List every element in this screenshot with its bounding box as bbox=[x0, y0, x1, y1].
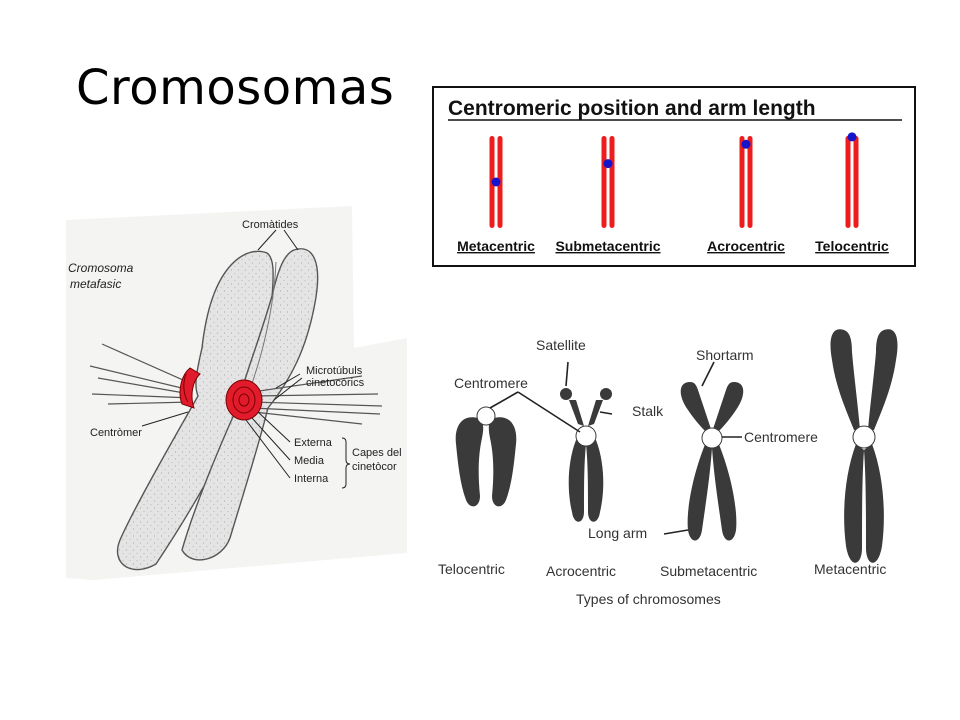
label-capes-del: Capes del bbox=[352, 447, 402, 459]
label-cinetocorics: cinetocòrics bbox=[306, 377, 365, 389]
leader-lines bbox=[141, 229, 351, 489]
telocentric-chromosome bbox=[455, 406, 517, 507]
label-cromosoma: Cromosoma bbox=[68, 261, 134, 275]
chromatid-division-line bbox=[247, 261, 277, 395]
label-centromere-right: Centromere bbox=[744, 429, 818, 445]
caption-types-of-chromosomes: Types of chromosomes bbox=[576, 591, 721, 607]
acrocentric-chromatid-1 bbox=[739, 136, 745, 228]
metaphase-chromosome-drawing: Cromosoma metafasic Cromàtides Microtúbu… bbox=[66, 206, 407, 580]
label-media: Media bbox=[294, 455, 325, 467]
label-cromatides: Cromàtides bbox=[242, 219, 299, 231]
panel-title: Centromeric position and arm length bbox=[448, 97, 816, 120]
submetacentric-chromatid-2 bbox=[609, 136, 615, 228]
label-interna: Interna bbox=[294, 473, 329, 485]
label-centromer: Centròmer bbox=[90, 427, 142, 439]
metaphase-chromosome-figure: Cromosoma metafasic Cromàtides Microtúbu… bbox=[62, 198, 424, 580]
label-shortarm: Shortarm bbox=[696, 347, 754, 363]
metacentric-chromosome bbox=[489, 136, 503, 228]
metacentric-chromosome bbox=[830, 329, 898, 563]
label-acrocentric: Acrocentric bbox=[546, 563, 616, 579]
centromeric-position-panel: Centromeric position and arm length Meta… bbox=[432, 86, 916, 267]
label-metacentric: Metacentric bbox=[814, 561, 886, 577]
label-telocentric: Telocentric bbox=[438, 561, 505, 577]
label-stalk: Stalk bbox=[632, 403, 664, 419]
label-externa: Externa bbox=[294, 437, 333, 449]
label-centromere-left: Centromere bbox=[454, 375, 528, 391]
acrocentric-chromosome bbox=[739, 136, 753, 228]
chromosome-shapes bbox=[455, 329, 898, 563]
label-submetacentric: Submetacentric bbox=[660, 563, 757, 579]
label-telocentric: Telocentric bbox=[815, 238, 889, 254]
kinetochore-right bbox=[225, 379, 263, 421]
submetacentric-centromere-dot bbox=[603, 159, 613, 169]
label-metafasic: metafasic bbox=[70, 277, 121, 291]
types-labels: Satellite Centromere Stalk Shortarm Cent… bbox=[438, 337, 886, 607]
label-acrocentric: Acrocentric bbox=[707, 238, 785, 254]
label-long-arm: Long arm bbox=[588, 525, 647, 541]
label-metacentric: Metacentric bbox=[457, 238, 535, 254]
telocentric-chromosome bbox=[845, 132, 859, 228]
submetacentric-chromatid-1 bbox=[601, 136, 607, 228]
chromosome-types-drawing: Satellite Centromere Stalk Shortarm Cent… bbox=[438, 329, 898, 607]
metacentric-centromere-dot bbox=[491, 177, 501, 187]
telocentric-centromere-dot bbox=[847, 132, 857, 142]
label-submetacentric: Submetacentric bbox=[555, 238, 660, 254]
kinetochore-left bbox=[179, 367, 201, 409]
telocentric-chromatid-2 bbox=[853, 136, 859, 228]
centromeric-position-diagram: Centromeric position and arm length Meta… bbox=[448, 97, 902, 254]
telocentric-chromatid-1 bbox=[845, 136, 851, 228]
submetacentric-chromosome bbox=[680, 382, 744, 541]
acrocentric-chromosome bbox=[560, 388, 612, 522]
submetacentric-chromosome bbox=[601, 136, 615, 228]
types-leader-lines bbox=[489, 361, 742, 535]
acrocentric-centromere-dot bbox=[741, 139, 751, 149]
chromosome-types-row: Metacentric Submetacentric Acrocentric Telo… bbox=[457, 132, 889, 254]
acrocentric-chromatid-2 bbox=[747, 136, 753, 228]
label-cinetocor: cinetòcor bbox=[352, 461, 397, 473]
metaphase-labels: Cromosoma metafasic Cromàtides Microtúbu… bbox=[68, 219, 402, 485]
label-microtubuls: Microtúbuls bbox=[306, 365, 363, 377]
chromosome-types-figure: Satellite Centromere Stalk Shortarm Cent… bbox=[426, 316, 916, 616]
microtubules bbox=[89, 343, 383, 425]
slide-title: Cromosomas bbox=[76, 60, 395, 116]
label-satellite: Satellite bbox=[536, 337, 586, 353]
